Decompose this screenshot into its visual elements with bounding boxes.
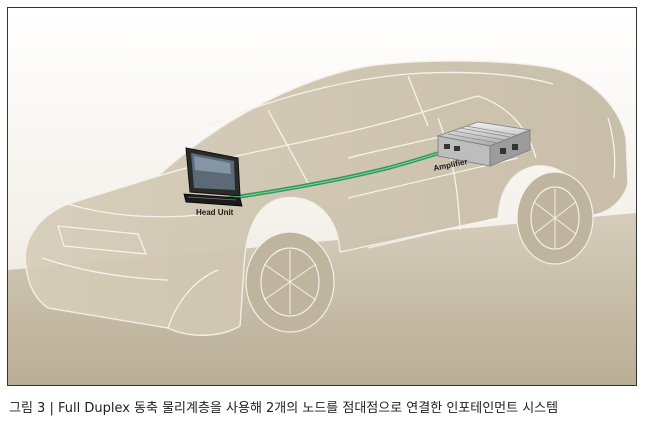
figure-caption: 그림 3 | Full Duplex 동축 물리계층을 사용해 2개의 노드를 … (9, 401, 559, 416)
coax-cable-highlight (229, 147, 457, 199)
car-diagram: Head Unit Amplifier (8, 8, 636, 385)
figure-frame: Head Unit Amplifier (7, 7, 637, 386)
amplifier-device (436, 121, 532, 167)
head-unit-device (183, 147, 243, 207)
head-unit-label: Head Unit (196, 208, 234, 217)
